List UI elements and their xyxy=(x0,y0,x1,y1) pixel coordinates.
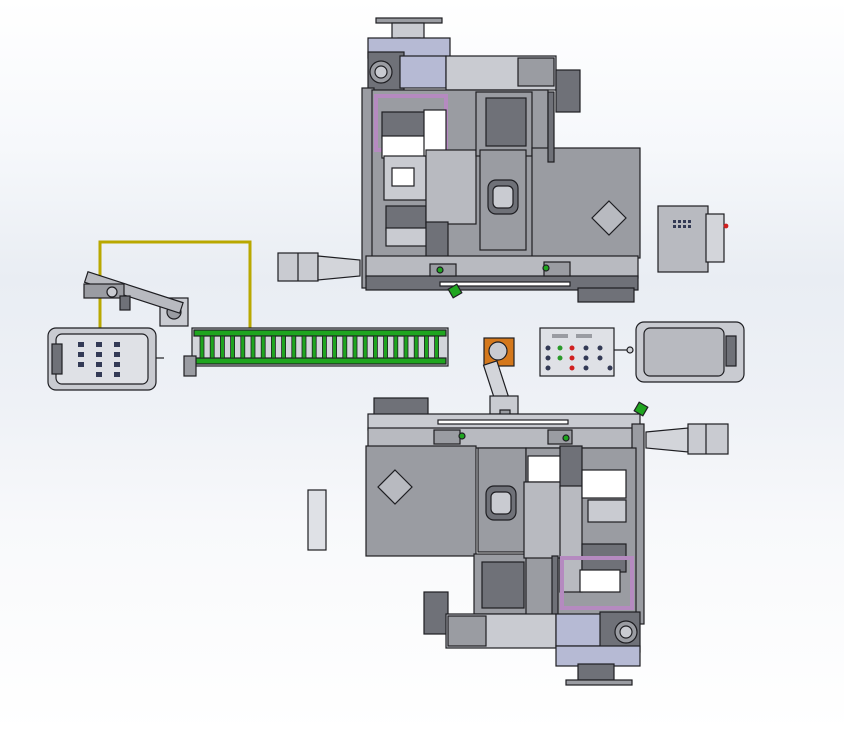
conveyor xyxy=(183,327,449,377)
electrical-cabinet xyxy=(657,205,729,273)
conveyor-slat xyxy=(240,335,246,359)
conveyor-slat xyxy=(372,335,378,359)
conveyor-slat xyxy=(250,335,256,359)
conveyor-slat xyxy=(301,335,307,359)
robot-arm-left xyxy=(83,271,189,327)
conveyor-slat xyxy=(383,335,389,359)
conveyor-slat xyxy=(393,335,399,359)
conveyor-slat xyxy=(291,335,297,359)
conveyor-slat xyxy=(219,335,225,359)
conveyor-slat xyxy=(260,335,266,359)
control-panel-right xyxy=(539,327,634,377)
tool-nozzle-top xyxy=(277,252,361,282)
conveyor-slat xyxy=(321,335,327,359)
conveyor-slat xyxy=(403,335,409,359)
conveyor-slat xyxy=(270,335,276,359)
conveyor-slat xyxy=(362,335,368,359)
conveyor-slat xyxy=(332,335,338,359)
conveyor-slat xyxy=(423,335,429,359)
pallet-stand xyxy=(307,489,327,551)
conveyor-slat xyxy=(281,335,287,359)
conveyor-slat xyxy=(342,335,348,359)
operator-panel-left xyxy=(47,327,164,391)
conveyor-slat xyxy=(311,335,317,359)
conveyor-slat xyxy=(199,335,205,359)
robot-arm-center xyxy=(482,337,519,425)
conveyor-slat xyxy=(413,335,419,359)
conveyor-slat xyxy=(209,335,215,359)
tool-nozzle-bottom xyxy=(645,423,729,455)
cnc-machine-top xyxy=(361,17,641,303)
operator-panel-right xyxy=(635,321,745,383)
conveyor-slat xyxy=(352,335,358,359)
conveyor-slat xyxy=(434,335,440,359)
conveyor-slat xyxy=(230,335,236,359)
cnc-machine-bottom xyxy=(365,397,649,686)
